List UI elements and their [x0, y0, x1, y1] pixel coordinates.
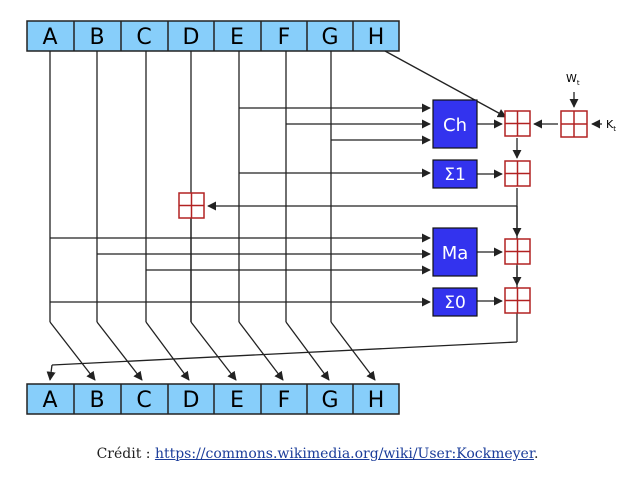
top-register-b: B	[89, 25, 104, 50]
bottom-register-d: D	[183, 388, 200, 413]
ma-box: Ma	[432, 227, 478, 277]
bottom-register-g: G	[321, 388, 338, 413]
sigma1-label: Σ1	[444, 165, 466, 185]
bottom-register-f: F	[278, 388, 291, 413]
bottom-register-h: H	[368, 388, 385, 413]
sigma0-label: Σ0	[444, 293, 466, 313]
bottom-register-a: A	[42, 388, 57, 413]
wires	[46, 50, 602, 381]
credit-link[interactable]: https://commons.wikimedia.org/wiki/User:…	[154, 446, 534, 462]
credit-suffix: .	[533, 446, 539, 462]
ch-box: Ch	[432, 99, 478, 149]
top-register-row: A B C D E F G H	[26, 20, 400, 52]
credit-line: Crédit : https://commons.wikimedia.org/w…	[0, 446, 635, 462]
adder-icon	[560, 110, 588, 138]
adder-icon	[504, 160, 531, 187]
wt-label: Wt	[566, 72, 580, 87]
top-register-a: A	[42, 25, 57, 50]
adder-icon	[504, 110, 531, 137]
top-register-c: C	[136, 25, 151, 50]
bottom-register-e: E	[230, 388, 244, 413]
credit-label: Crédit :	[96, 446, 155, 462]
bottom-register-row: A B C D E F G H	[26, 383, 400, 415]
top-register-e: E	[230, 25, 244, 50]
bottom-register-b: B	[89, 388, 104, 413]
sigma1-box: Σ1	[432, 159, 478, 189]
sigma0-box: Σ0	[432, 287, 478, 317]
adder-icon	[504, 287, 531, 314]
top-register-f: F	[278, 25, 291, 50]
top-register-h: H	[368, 25, 385, 50]
adder-icon	[178, 192, 205, 219]
bottom-register-c: C	[136, 388, 151, 413]
top-register-d: D	[183, 25, 200, 50]
top-register-g: G	[321, 25, 338, 50]
ma-label: Ma	[442, 243, 469, 264]
kt-label: Kt	[606, 118, 616, 133]
adder-icon	[504, 238, 531, 265]
ch-label: Ch	[443, 115, 467, 136]
